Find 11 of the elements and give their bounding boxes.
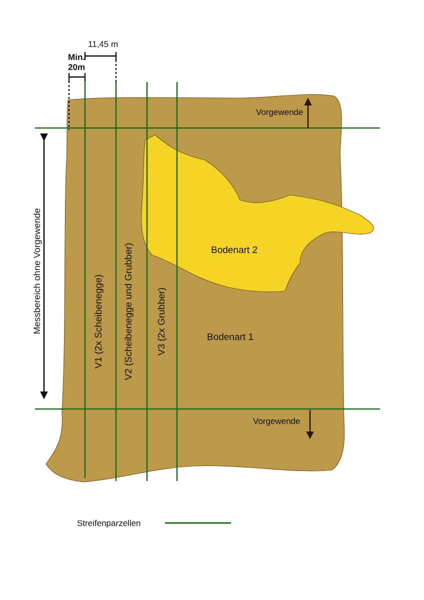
plot-label: V1 (2x Scheibenegge) <box>94 273 106 370</box>
plot-label: V3 (2x Grubber) <box>158 286 168 358</box>
annotation-label: 11,45 m <box>88 40 118 50</box>
soil-type-label: Bodenart 1 <box>207 332 254 343</box>
legend-label: Streifenparzellen <box>77 518 141 528</box>
plot-label: V2 (Scheibenegge und Grubber) <box>124 242 136 382</box>
annotation-label: Vorgewende <box>256 108 304 118</box>
annotation-label: Vorgewende <box>253 417 300 427</box>
soil-type-label: Bodenart 2 <box>211 245 258 256</box>
annotation-label: Min. 20m <box>68 53 86 73</box>
plot-label: Messbereich ohne Vorgewende <box>32 207 42 336</box>
